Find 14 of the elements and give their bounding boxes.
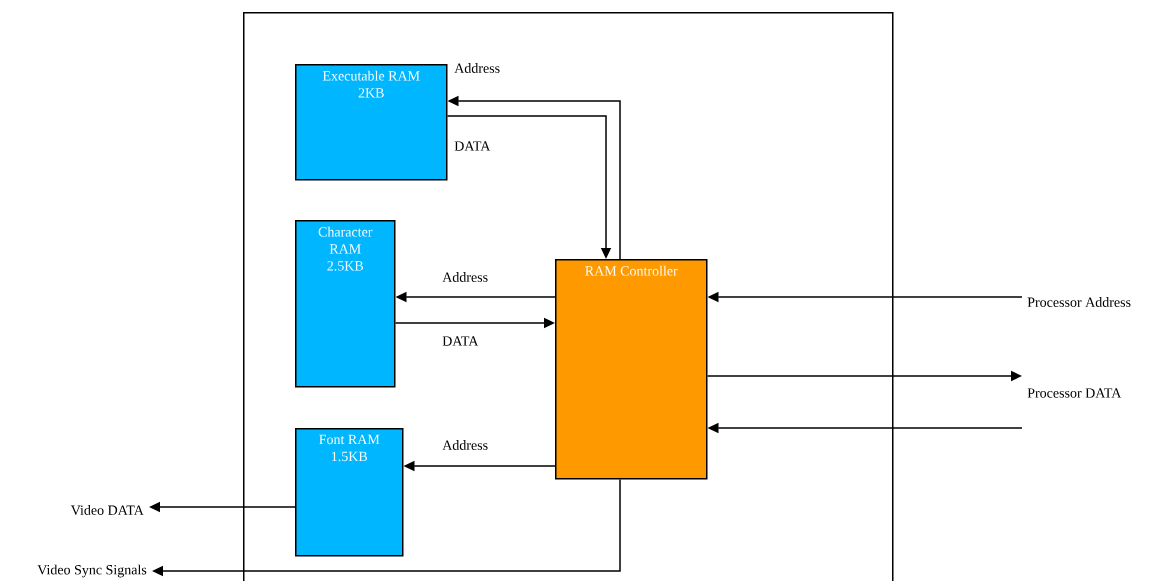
- signal-label: Video DATA: [70, 505, 144, 515]
- memory-block: Executable RAM 2KB: [295, 64, 448, 181]
- edge-label: DATA: [441, 335, 480, 347]
- edge-label: Address: [441, 271, 490, 283]
- edge-label: Address: [453, 62, 502, 74]
- signal-label: Video Sync Signals: [37, 564, 147, 578]
- memory-block: Character RAM 2.5KB: [295, 220, 396, 388]
- memory-block: Font RAM 1.5KB: [295, 428, 404, 557]
- edge-label: Address: [441, 439, 490, 451]
- memory-block: RAM Controller: [555, 259, 708, 480]
- signal-label: Processor Address: [1027, 297, 1131, 307]
- chip-outline: [243, 12, 894, 581]
- edge-label: DATA: [453, 140, 492, 152]
- signal-label: Processor DATA: [1027, 388, 1122, 398]
